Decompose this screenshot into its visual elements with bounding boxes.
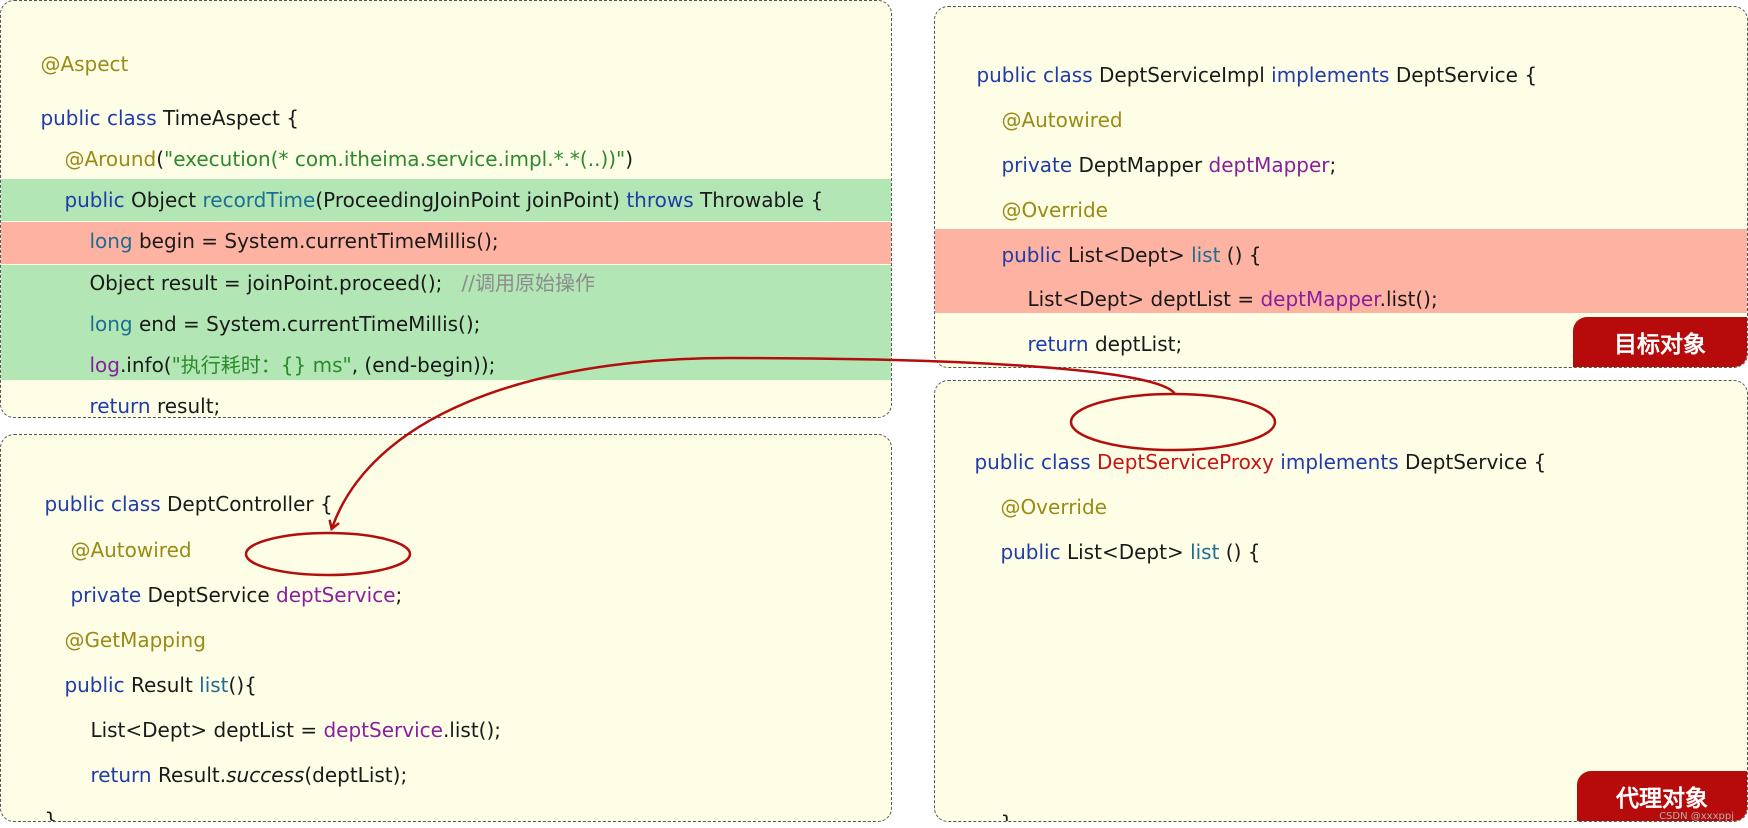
aspect-class-line: public class TimeAspect { xyxy=(40,106,299,130)
controller-class-line: public class DeptController { xyxy=(44,492,333,516)
proxy-class-line: public class DeptServiceProxy implements… xyxy=(974,450,1547,474)
impl-override: @Override xyxy=(1001,198,1108,222)
impl-class-line: public class DeptServiceImpl implements … xyxy=(976,63,1538,87)
controller-return-line: return Result.success(deptList); xyxy=(90,763,408,787)
impl-return-line: return deptList; xyxy=(1027,332,1183,356)
red-highlight-impl-body xyxy=(935,229,1747,313)
target-object-badge: 目标对象 xyxy=(1573,317,1747,367)
controller-field-line: private DeptService deptService; xyxy=(70,583,403,607)
controller-method-line: public Result list(){ xyxy=(64,673,257,697)
watermark: CSDN @xxxppj xyxy=(1659,811,1734,822)
proxy-method-line: public List<Dept> list () { xyxy=(1000,540,1261,564)
proxy-override: @Override xyxy=(1000,495,1107,519)
impl-method-line: public List<Dept> list () { xyxy=(1001,243,1262,267)
controller-getmapping: @GetMapping xyxy=(64,628,206,652)
impl-autowired: @Autowired xyxy=(1001,108,1123,132)
aspect-annotation-line: @Aspect xyxy=(40,52,129,76)
impl-field-line: private DeptMapper deptMapper; xyxy=(1001,153,1337,177)
controller-close-brace: } xyxy=(44,808,58,822)
proxy-close-brace: } xyxy=(975,763,1747,821)
green-highlight-begin xyxy=(1,179,891,221)
impl-call-line: List<Dept> deptList = deptMapper.list(); xyxy=(1027,287,1438,311)
proxy-object-badge: 代理对象 xyxy=(1577,771,1747,821)
log-line: log.info("执行耗时：{} ms", (end-begin)); xyxy=(89,353,496,377)
red-highlight-proceed xyxy=(1,222,891,264)
dept-service-proxy-panel: public class DeptServiceProxy implements… xyxy=(934,380,1748,822)
controller-autowired: @Autowired xyxy=(70,538,192,562)
return-result-line: return result; xyxy=(89,394,221,418)
time-aspect-panel: @Aspect public class TimeAspect { @Aroun… xyxy=(0,0,892,418)
proceed-line: Object result = joinPoint.proceed(); //调… xyxy=(89,271,595,295)
dept-controller-panel: public class DeptController { @Autowired… xyxy=(0,434,892,822)
record-time-signature: public Object recordTime(ProceedingJoinP… xyxy=(64,188,824,212)
begin-line: long begin = System.currentTimeMillis(); xyxy=(89,229,499,253)
controller-call-line: List<Dept> deptList = deptService.list()… xyxy=(90,718,502,742)
dept-service-impl-panel: public class DeptServiceImpl implements … xyxy=(934,6,1748,368)
end-line: long end = System.currentTimeMillis(); xyxy=(89,312,481,336)
around-line: @Around("execution(* com.itheima.service… xyxy=(64,147,634,171)
method-close-brace: } xyxy=(39,388,891,417)
